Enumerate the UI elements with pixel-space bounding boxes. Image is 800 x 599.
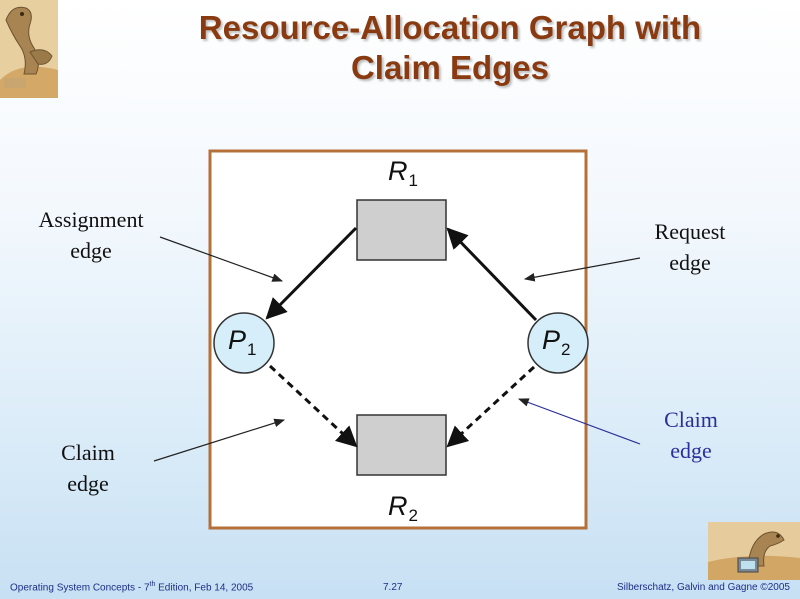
claim-left-label-line-2: edge: [67, 471, 109, 496]
claim-edge-label-right: Claim edge: [641, 404, 741, 466]
resource-r1-subscript: 1: [408, 171, 418, 190]
process-p2-subscript: 2: [561, 340, 571, 359]
process-p1-circle: [213, 312, 275, 374]
process-p1-label: P1: [228, 325, 256, 360]
request-label-line-1: Request: [654, 219, 726, 244]
process-p2-label: P2: [542, 325, 570, 360]
footer-course-title: Operating System Concepts - 7: [10, 582, 150, 593]
footer-page-number: 7.27: [383, 582, 403, 593]
resource-r2-letter: R: [388, 491, 408, 521]
resource-r1-box: [356, 199, 447, 261]
process-p1-letter: P: [228, 325, 247, 355]
claim-edge-label-left: Claim edge: [38, 437, 138, 499]
footer-edition-sup: th: [149, 580, 156, 588]
dinosaur-logo-bottom: [708, 522, 800, 580]
process-p1-subscript: 1: [247, 340, 257, 359]
footer-authors: Silberschatz, Galvin and Gagne ©2005: [616, 582, 790, 593]
dinosaur-logo-top: [0, 0, 58, 98]
slide-title-line-1: Resource-Allocation Graph with: [198, 9, 702, 46]
footer-edition-date: Edition, Feb 14, 2005: [155, 582, 254, 593]
claim-left-label-line-1: Claim: [61, 440, 115, 465]
resource-r2-label: R2: [388, 491, 418, 526]
claim-right-label-pointer: [517, 398, 641, 445]
request-label-line-2: edge: [669, 250, 711, 275]
slide-title: Resource-Allocation Graph with Claim Edg…: [130, 8, 770, 88]
assignment-label-line-1: Assignment: [38, 207, 144, 232]
assignment-label-pointer: [159, 236, 284, 282]
claim-edge-p2-r2: [446, 365, 536, 448]
resource-r2-box: [356, 414, 447, 476]
resource-r1-label: R1: [388, 156, 418, 191]
resource-r2-subscript: 2: [408, 506, 418, 525]
request-label-pointer: [523, 257, 641, 282]
assignment-edge-label: Assignment edge: [20, 204, 162, 266]
footer-left: Operating System Concepts - 7th Edition,…: [10, 581, 253, 593]
claim-left-label-pointer: [153, 418, 286, 462]
claim-right-label-line-2: edge: [670, 438, 712, 463]
process-p2-circle: [527, 312, 589, 374]
resource-r1-letter: R: [388, 156, 408, 186]
request-edge-arrow: [446, 227, 538, 322]
slide-title-line-2: Claim Edges: [350, 49, 550, 86]
assignment-edge-arrow: [265, 226, 358, 320]
assignment-label-line-2: edge: [70, 238, 112, 263]
process-p2-letter: P: [542, 325, 561, 355]
claim-edge-p1-r2: [268, 364, 358, 448]
request-edge-label: Request edge: [640, 216, 740, 278]
claim-right-label-line-1: Claim: [664, 407, 718, 432]
